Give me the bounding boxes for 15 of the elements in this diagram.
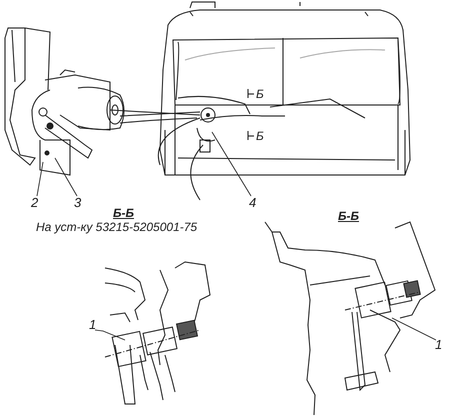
- callout-number: 1: [89, 318, 96, 332]
- section-mark: Б: [256, 87, 264, 101]
- leader-line: [54, 158, 78, 196]
- assembly-note: На уст-ку 53215-5205001-75: [36, 220, 198, 234]
- leader-line: [94, 330, 126, 340]
- section-title: Б-Б: [113, 206, 134, 220]
- leader-line: [36, 162, 44, 196]
- section-mark: Б: [256, 129, 264, 143]
- leader-line: [392, 318, 436, 340]
- callout-number: 3: [74, 196, 82, 210]
- section-title: Б-Б: [338, 209, 359, 223]
- callout-number: 1: [435, 338, 442, 352]
- callout-number: 2: [31, 196, 38, 210]
- leader-line: [212, 132, 252, 196]
- callout-number: 4: [249, 196, 256, 210]
